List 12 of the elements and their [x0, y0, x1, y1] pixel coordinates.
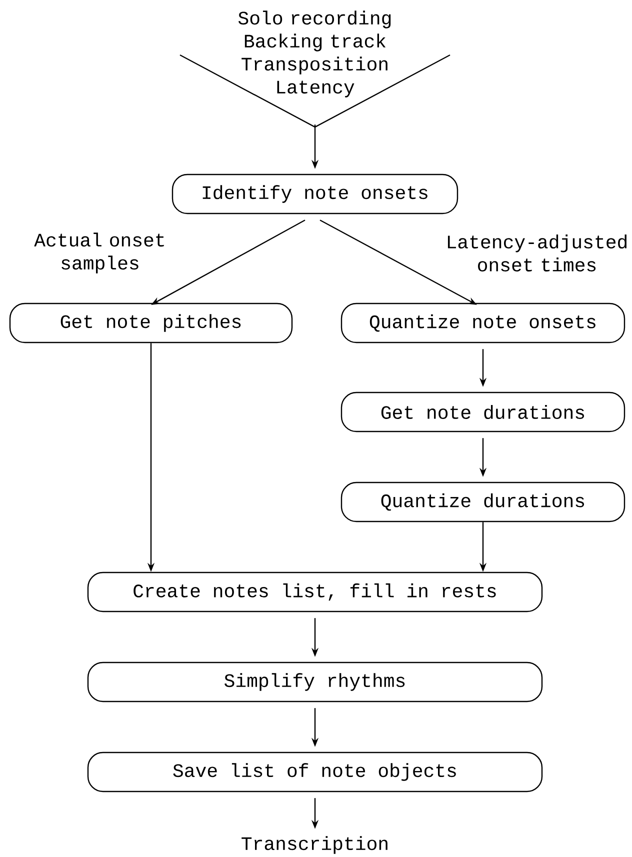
- process-box: Identify note onsets: [172, 174, 458, 214]
- process-box: Get note durations: [340, 392, 626, 432]
- output-label: Transcription: [242, 836, 388, 854]
- process-box: Quantize durations: [340, 482, 626, 522]
- edge-label: Latency-adjusted onset times: [448, 234, 626, 272]
- process-box: Create notes list, fill in rests: [87, 572, 543, 612]
- process-box: Simplify rhythms: [87, 662, 543, 702]
- edge-label: Actual onset samples: [34, 232, 164, 274]
- input-list: Solo recording Backing track Transposition Latency: [238, 10, 391, 98]
- process-box: Quantize note onsets: [340, 302, 626, 344]
- process-box: Save list of note objects: [87, 752, 543, 792]
- process-box: Get note pitches: [9, 302, 293, 344]
